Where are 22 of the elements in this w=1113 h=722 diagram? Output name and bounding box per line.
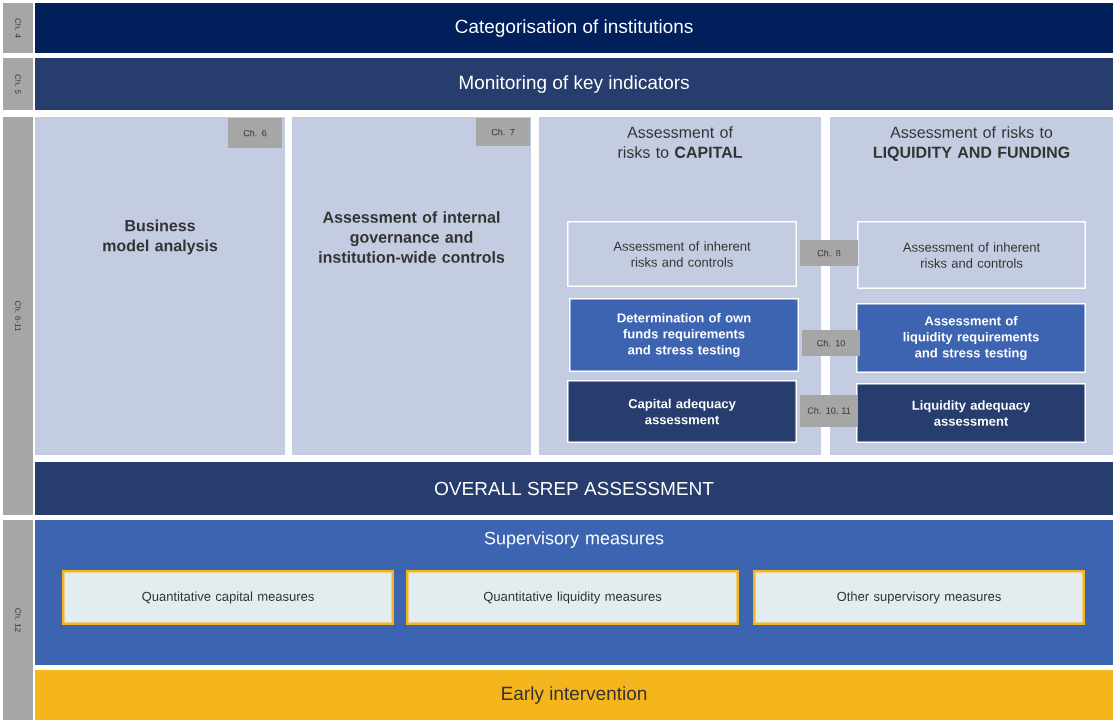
process-box: Assessment of liquidity requirements and stress testing	[856, 303, 1086, 373]
chapter-badge: Ch. 10, 11	[800, 395, 858, 427]
process-box: Capital adequacy assessment	[567, 380, 797, 443]
title-bar: Early intervention	[35, 670, 1113, 720]
process-box: Assessment of inherent risks and controls	[567, 221, 797, 287]
measure-box: Quantitative capital measures	[62, 570, 394, 625]
chapter-tab: Ch. 4	[3, 3, 33, 53]
chapter-badge: Ch. 6	[228, 118, 282, 148]
title-bar: Monitoring of key indicators	[35, 58, 1113, 110]
title-bar: Categorisation of institutions	[35, 3, 1113, 53]
chapter-badge: Ch. 8	[800, 240, 858, 266]
chapter-badge: Ch. 10	[802, 330, 860, 356]
measure-box: Other supervisory measures	[753, 570, 1085, 625]
process-box: Assessment of inherent risks and controls	[857, 221, 1086, 289]
title-bar: OVERALL SREP ASSESSMENT	[35, 462, 1113, 515]
process-box: Determination of own funds requirements and stress testing	[569, 298, 799, 372]
chapter-badge: Ch. 7	[476, 118, 530, 146]
chapter-tab: Ch. 5	[3, 58, 33, 110]
chapter-tab: Ch. 6-11	[3, 117, 33, 515]
measure-box: Quantitative liquidity measures	[406, 570, 739, 625]
process-box: Liquidity adequacy assessment	[856, 383, 1086, 443]
chapter-tab: Ch. 12	[3, 520, 33, 720]
